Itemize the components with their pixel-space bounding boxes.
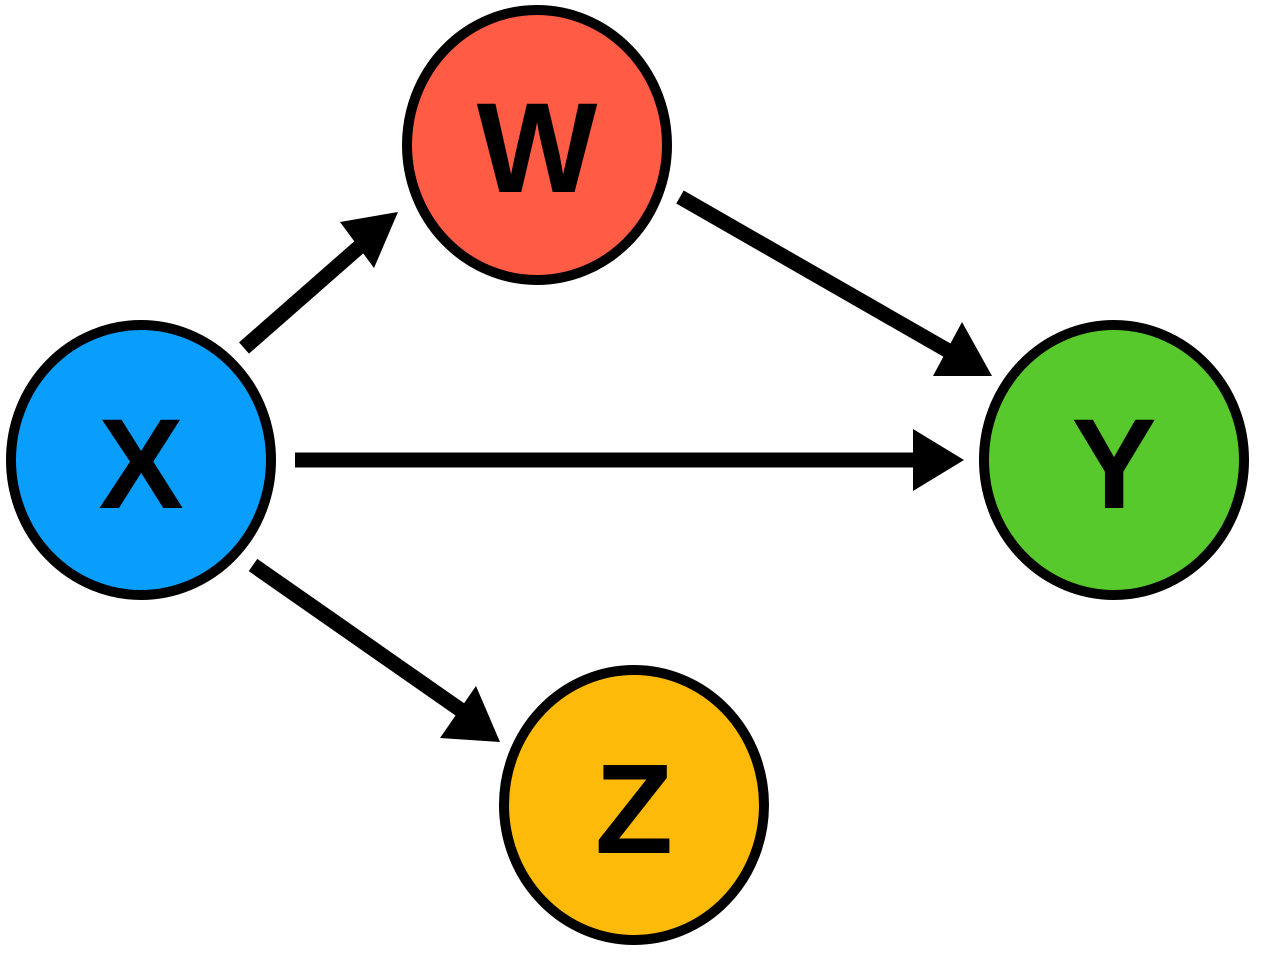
edge-x-to-y — [295, 429, 964, 491]
edge-x-to-z — [248, 558, 500, 742]
node-w-label: W — [477, 77, 598, 220]
edge-x-to-w — [239, 212, 398, 354]
node-x-circle — [6, 320, 276, 600]
node-z-circle — [499, 665, 769, 945]
node-x-label: X — [98, 393, 183, 536]
arrowhead — [440, 686, 500, 742]
arrowhead — [933, 322, 992, 376]
node-z-label: Z — [595, 738, 673, 881]
edge-w-to-y — [676, 190, 992, 376]
node-y: Y — [979, 320, 1249, 600]
node-x: X — [6, 320, 276, 600]
node-z: Z — [499, 665, 769, 945]
arrowhead — [340, 212, 398, 268]
node-y-label: Y — [1071, 393, 1156, 536]
node-w: W — [402, 5, 672, 285]
edges — [239, 190, 992, 742]
arrowhead — [913, 429, 964, 491]
node-w-circle — [402, 5, 672, 285]
node-y-circle — [979, 320, 1249, 600]
